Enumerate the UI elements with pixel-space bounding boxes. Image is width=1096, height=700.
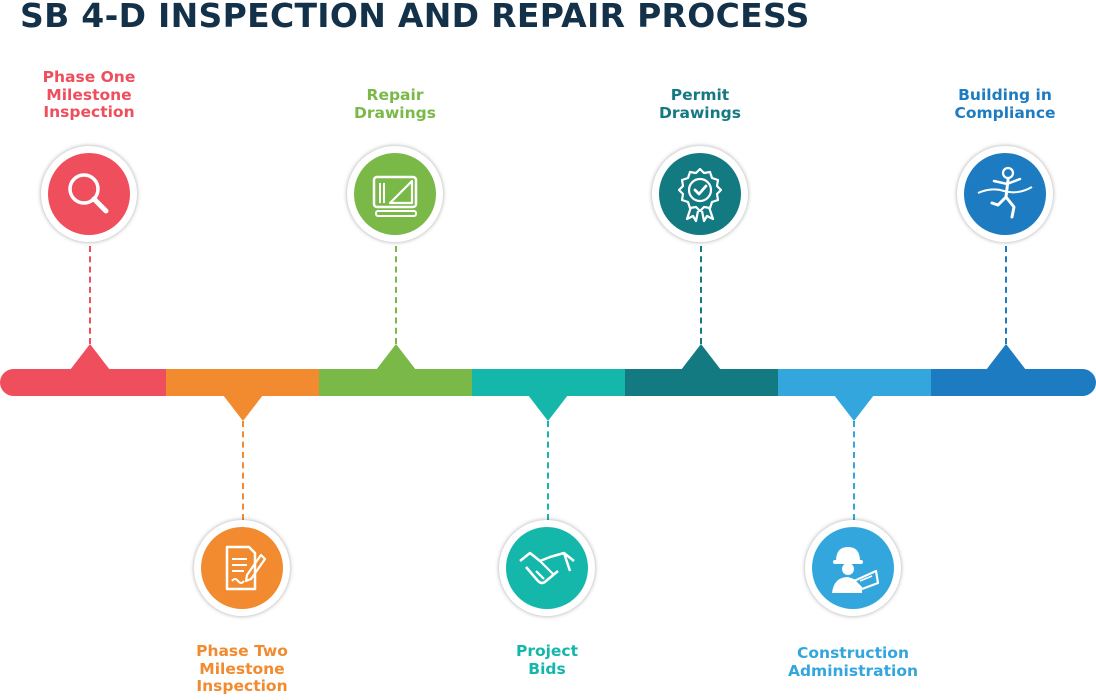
timeline-segment-1 (0, 369, 166, 396)
step-1-label: Phase One Milestone Inspection (42, 68, 136, 121)
step-4-label: Project Bids (515, 642, 579, 678)
step-6-circle (805, 520, 901, 616)
timeline-segment-6 (778, 369, 931, 396)
step-7-label: Building in Compliance (954, 86, 1056, 122)
timeline-pointer-4 (528, 395, 568, 421)
connector-4 (547, 421, 549, 520)
blueprint-icon (372, 175, 418, 217)
timeline-pointer-3 (376, 344, 416, 370)
finish-line-runner-icon (977, 166, 1033, 219)
certified-badge-icon (677, 167, 723, 223)
step-2-label: Phase Two Milestone Inspection (196, 642, 288, 695)
timeline-pointer-7 (986, 344, 1026, 370)
connector-3 (395, 246, 397, 344)
step-5-label: Permit Drawings (659, 86, 741, 122)
connector-6 (853, 421, 855, 520)
timeline-pointer-5 (681, 344, 721, 370)
timeline-segment-2 (166, 369, 319, 396)
handshake-icon (519, 551, 575, 585)
timeline-segment-3 (319, 369, 472, 396)
step-1-circle (41, 146, 137, 242)
step-5-circle (652, 146, 748, 242)
document-pen-icon (225, 545, 267, 591)
connector-1 (89, 246, 91, 344)
step-3-label: Repair Drawings (354, 86, 436, 122)
step-3-circle (347, 146, 443, 242)
magnifier-icon (68, 173, 109, 214)
step-4-circle (499, 520, 595, 616)
step-6-label: Construction Administration (787, 644, 919, 680)
engineer-icon (832, 547, 880, 593)
timeline-pointer-6 (834, 395, 874, 421)
connector-2 (242, 421, 244, 520)
timeline-pointer-1 (70, 344, 110, 370)
page-title: SB 4-D INSPECTION AND REPAIR PROCESS (20, 0, 810, 35)
step-2-circle (194, 520, 290, 616)
timeline-segment-7 (931, 369, 1096, 396)
step-7-circle (957, 146, 1053, 242)
connector-5 (700, 246, 702, 344)
timeline-segment-4 (472, 369, 625, 396)
timeline-pointer-2 (223, 395, 263, 421)
timeline-segment-5 (625, 369, 778, 396)
connector-7 (1005, 246, 1007, 344)
